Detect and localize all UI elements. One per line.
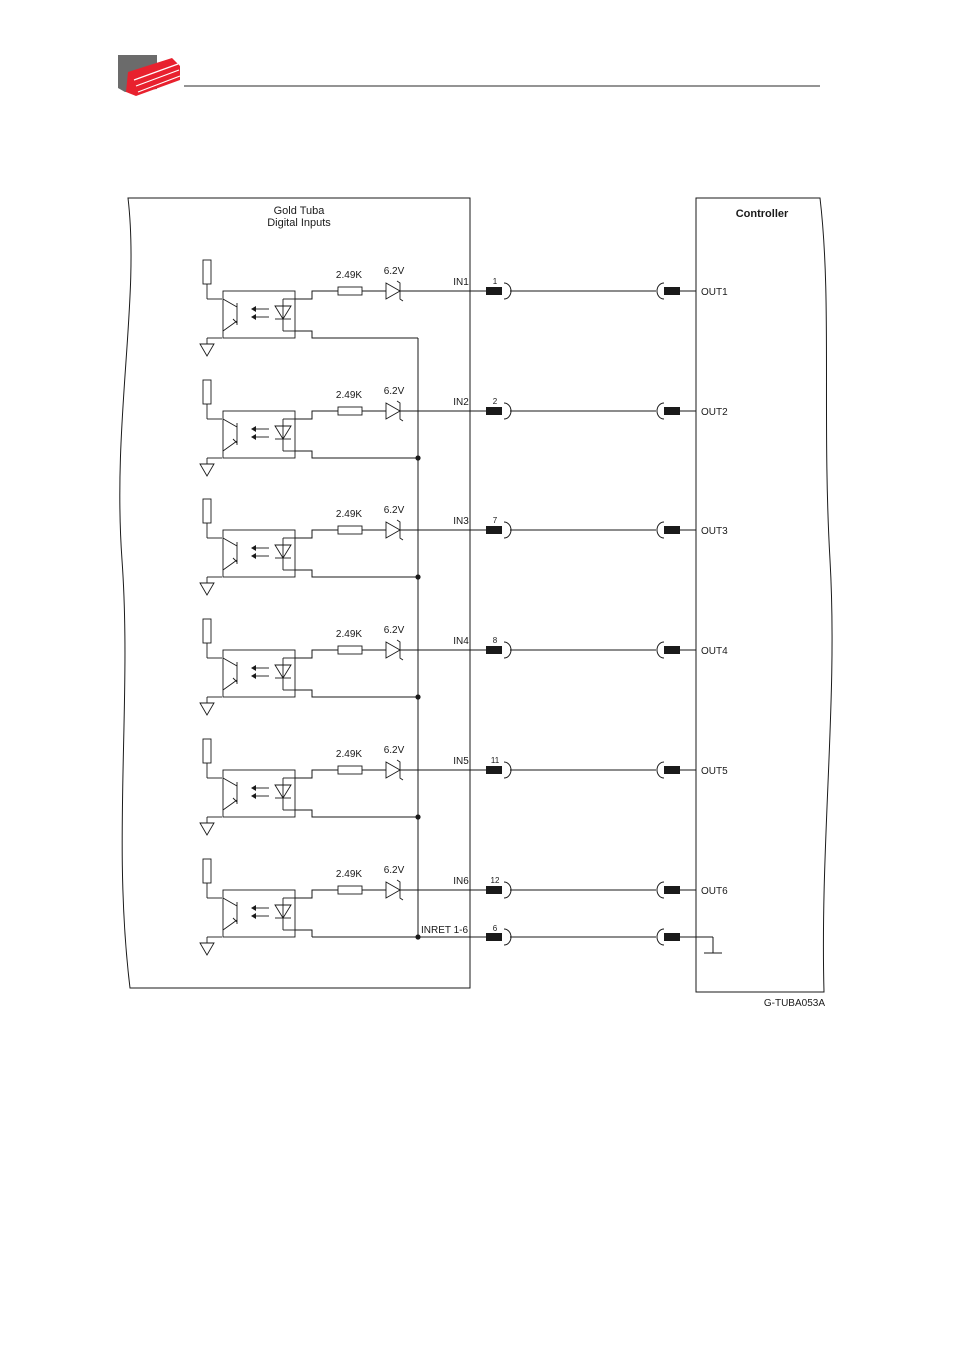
- resistor-value: 2.49K: [336, 390, 362, 401]
- connector-pin-number: 12: [491, 876, 500, 885]
- zener-value: 6.2V: [384, 266, 405, 277]
- connector-pin-number: 11: [491, 756, 500, 765]
- figure-code: G-TUBA053A: [764, 998, 825, 1009]
- connector-pin: [486, 886, 502, 894]
- series-resistor-icon: [338, 407, 362, 415]
- zener-value: 6.2V: [384, 745, 405, 756]
- output-label: OUT4: [701, 646, 728, 657]
- connector-socket: [664, 287, 680, 295]
- return-line: INRET 1-6 6: [312, 924, 722, 953]
- connector-socket: [664, 407, 680, 415]
- output-label: OUT5: [701, 766, 728, 777]
- series-resistor-icon: [338, 646, 362, 654]
- output-label: OUT2: [701, 407, 728, 418]
- zener-diode-icon: [386, 642, 400, 658]
- connector-pin: [486, 646, 502, 654]
- input-label: IN2: [453, 397, 469, 408]
- connector-pin: [486, 287, 502, 295]
- zener-diode-icon: [386, 762, 400, 778]
- pullup-resistor-icon: [203, 619, 211, 643]
- controller-title: Controller: [736, 208, 789, 220]
- connector-pin: [486, 933, 502, 941]
- input-label: IN4: [453, 636, 469, 647]
- connector-pin-number: 8: [493, 636, 498, 645]
- series-resistor-icon: [338, 766, 362, 774]
- connector-socket: [664, 646, 680, 654]
- gold-tuba-subtitle: Digital Inputs: [267, 217, 331, 229]
- output-label: OUT3: [701, 526, 728, 537]
- connector-pin: [486, 526, 502, 534]
- ground-icon: [200, 823, 214, 835]
- return-label: INRET 1-6: [421, 925, 468, 936]
- connector-socket: [664, 526, 680, 534]
- junction-dot: [415, 934, 420, 939]
- series-resistor-icon: [338, 526, 362, 534]
- pullup-resistor-icon: [203, 499, 211, 523]
- input-label: IN5: [453, 756, 469, 767]
- controller-block: [696, 198, 832, 992]
- zener-value: 6.2V: [384, 865, 405, 876]
- company-logo-icon: [118, 55, 180, 96]
- ground-icon: [200, 464, 214, 476]
- zener-value: 6.2V: [384, 505, 405, 516]
- connector-socket: [664, 933, 680, 941]
- ground-icon: [200, 943, 214, 955]
- ground-icon: [200, 344, 214, 356]
- return-pin: 6: [493, 924, 498, 933]
- pullup-resistor-icon: [203, 380, 211, 404]
- output-label: OUT6: [701, 886, 728, 897]
- resistor-value: 2.49K: [336, 509, 362, 520]
- zener-diode-icon: [386, 403, 400, 419]
- resistor-value: 2.49K: [336, 749, 362, 760]
- input-label: IN1: [453, 277, 469, 288]
- zener-value: 6.2V: [384, 625, 405, 636]
- zener-diode-icon: [386, 283, 400, 299]
- connector-pin: [486, 766, 502, 774]
- connector-pin-number: 2: [493, 397, 498, 406]
- zener-value: 6.2V: [384, 386, 405, 397]
- resistor-value: 2.49K: [336, 270, 362, 281]
- ground-icon: [200, 703, 214, 715]
- connector-pin-number: 7: [493, 516, 498, 525]
- gold-tuba-title: Gold Tuba: [274, 205, 326, 217]
- resistor-value: 2.49K: [336, 869, 362, 880]
- connector-socket: [664, 766, 680, 774]
- connector-pin-number: 1: [493, 277, 498, 286]
- output-label: OUT1: [701, 287, 728, 298]
- series-resistor-icon: [338, 287, 362, 295]
- pullup-resistor-icon: [203, 859, 211, 883]
- ground-icon: [200, 583, 214, 595]
- series-resistor-icon: [338, 886, 362, 894]
- pullup-resistor-icon: [203, 260, 211, 284]
- connector-pin: [486, 407, 502, 415]
- connector-socket: [664, 886, 680, 894]
- zener-diode-icon: [386, 882, 400, 898]
- input-label: IN3: [453, 516, 469, 527]
- input-label: IN6: [453, 876, 469, 887]
- zener-diode-icon: [386, 522, 400, 538]
- resistor-value: 2.49K: [336, 629, 362, 640]
- pullup-resistor-icon: [203, 739, 211, 763]
